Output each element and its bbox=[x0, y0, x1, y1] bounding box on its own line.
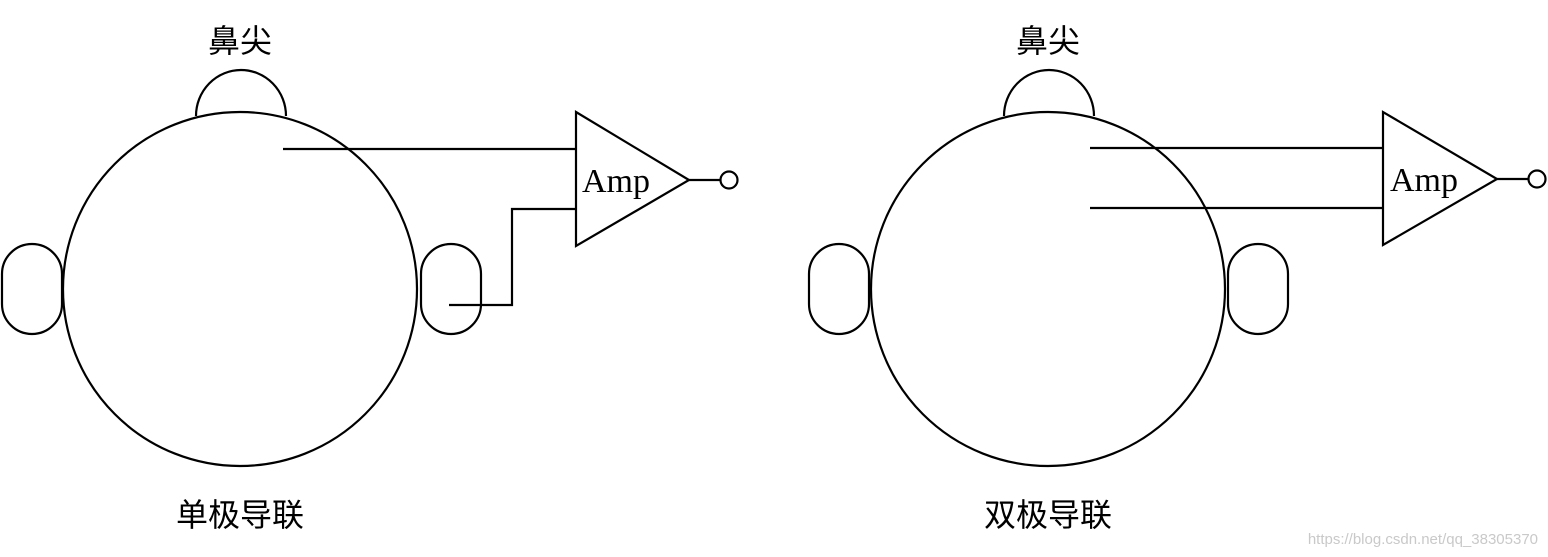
nose-label: 鼻尖 bbox=[208, 22, 272, 60]
head-circle bbox=[869, 110, 1227, 468]
bipolar-diagram: Amp 鼻尖 双极导联 bbox=[807, 22, 1547, 534]
monopolar-diagram: Amp 鼻尖 单极导联 bbox=[0, 22, 739, 534]
amplifier-triangle bbox=[574, 110, 692, 248]
output-terminal bbox=[719, 170, 739, 190]
right-ear bbox=[1226, 242, 1290, 336]
amplifier-triangle bbox=[1381, 110, 1500, 247]
caption-bipolar: 双极导联 bbox=[984, 496, 1112, 534]
nose bbox=[1002, 68, 1096, 117]
output-terminal bbox=[1527, 169, 1547, 189]
ear-reference-wire bbox=[449, 207, 576, 307]
amp-label: Amp bbox=[582, 163, 650, 200]
nose bbox=[194, 68, 288, 117]
left-ear bbox=[807, 242, 871, 336]
amp-label: Amp bbox=[1390, 162, 1458, 199]
left-ear bbox=[0, 242, 64, 336]
head-circle bbox=[61, 110, 419, 468]
right-ear bbox=[419, 242, 483, 336]
nose-label: 鼻尖 bbox=[1016, 22, 1080, 60]
watermark: https://blog.csdn.net/qq_38305370 bbox=[1308, 531, 1538, 548]
caption-monopolar: 单极导联 bbox=[176, 496, 304, 534]
